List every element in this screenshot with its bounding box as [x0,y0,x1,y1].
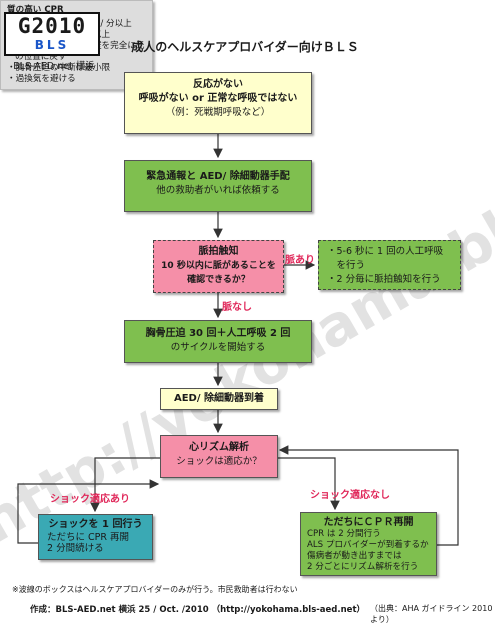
logo-main-text: G2010 [17,14,87,38]
label-pulse-no: 脈なし [222,302,252,313]
cpr-quality-item: ・過換気を避ける [7,74,76,84]
g2010-logo: G2010 BLS [4,12,100,56]
cpr-cycle-line2: のサイクルを開始する [170,342,266,353]
page-title: 成人のヘルスケアプロバイダー向けＢＬＳ [131,40,359,54]
box-rhythm-check: 心リズム解析 ショックは適応か？ [160,435,278,478]
rhythm-line2: ショックは適応か？ [176,456,262,467]
logo-sub-text: BLS [34,38,70,52]
footer-source: （出典：AHA ガイドライン 2010 より） [370,604,493,624]
shock-line1: ショックを 1 回行う [48,519,143,530]
call-line2: 他の救助者がいれば依頼する [156,185,280,196]
pulse-line1: 脈拍触知 [198,246,239,257]
arrow-shock-loop [17,479,160,544]
label-shock-yes: ショック適応あり [50,494,130,505]
arrow-noshock-loop [278,445,459,546]
noshock-line3: ALS プロバイダーが到着するか [307,540,429,550]
assess-line2: 呼吸がない or 正常な呼吸ではない [138,93,298,104]
noshock-line5: 2 分ごとにリズム解析を行う [307,562,419,572]
cpr-cycle-line1: 胸骨圧迫 30 回＋人工呼吸 2 回 [145,328,291,339]
noshock-line4: 傷病者が動き出すまでは [307,551,402,561]
box-shock: ショックを 1 回行う ただちに CPR 再開 2 分間続ける [38,514,153,560]
rescue-item1: ・5-6 秒に 1 回の人工呼吸 [327,246,444,257]
noshock-line2: CPR は 2 分間行う [307,529,381,539]
shock-line2: ただちに CPR 再開 [47,532,130,543]
footer-credit: 作成：BLS-AED.net 横浜 25 / Oct. /2010 （http:… [30,605,366,615]
label-shock-no: ショック適応なし [310,490,390,501]
call-line1: 緊急通報と AED/ 除細動器手配 [146,171,290,182]
aed-line1: AED/ 除細動器到着 [173,393,264,404]
box-no-shock: ただちにＣＰＲ再開 CPR は 2 分間行う ALS プロバイダーが到着するか … [300,512,437,576]
footnote: ※波線のボックスはヘルスケアプロバイダーのみが行う。市民救助者は行わない [12,585,298,594]
cpr-quality-heading: 質の高い CPR [7,5,64,15]
box-assess: 反応がない 呼吸がない or 正常な呼吸ではない （例：死戦期呼吸など） [124,72,312,134]
pulse-line3: 確認できるか？ [187,275,250,285]
label-pulse-yes: 脈あり [285,255,315,266]
box-pulse-check: 脈拍触知 10 秒以内に脈があることを 確認できるか？ [153,240,284,293]
assess-line1: 反応がない [193,79,243,90]
rhythm-line1: 心リズム解析 [189,442,249,453]
rescue-item1-cont: を行う [327,260,366,271]
assess-line3: （例：死戦期呼吸など） [165,107,271,118]
box-rescue-breathing: ・5-6 秒に 1 回の人工呼吸 を行う ・2 分毎に脈拍触知を行う [318,240,461,290]
noshock-line1: ただちにＣＰＲ再開 [323,517,414,528]
logo-caption: BLS-AED.net 横浜 [13,61,95,72]
box-aed-arrival: AED/ 除細動器到着 [160,388,278,410]
arrow-rhythm-shock [90,457,160,513]
rescue-item2: ・2 分毎に脈拍触知を行う [327,274,441,285]
pulse-line2: 10 秒以内に脈があることを [161,261,276,271]
arrow-rhythm-noshock [276,457,340,511]
box-cpr-cycle: 胸骨圧迫 30 回＋人工呼吸 2 回 のサイクルを開始する [124,320,312,363]
box-call: 緊急通報と AED/ 除細動器手配 他の救助者がいれば依頼する [124,160,312,212]
cpr-quality-item: ・胸骨圧迫の中断は最小限 [7,63,111,73]
shock-line3: 2 分間続ける [47,543,104,554]
